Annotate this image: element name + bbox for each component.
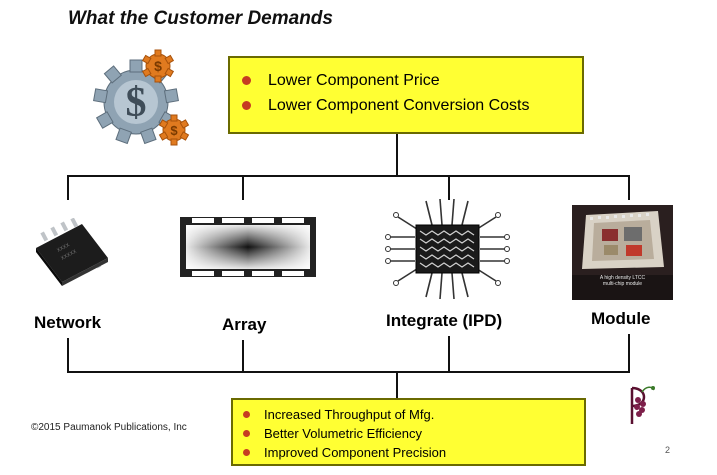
copyright-text: ©2015 Paumanok Publications, Inc (31, 422, 187, 433)
benefits-box: Increased Throughput of Mfg. Better Volu… (231, 398, 586, 466)
benefit-bullet: Improved Component Precision (243, 443, 584, 462)
ltcc-module-photo: A high density LTCC multi-chip module (572, 205, 673, 300)
bullet-dot-icon (243, 430, 250, 437)
benefit-text: Better Volumetric Efficiency (264, 426, 422, 441)
demand-bullet: Lower Component Price (242, 68, 582, 93)
connector-drop-array (242, 175, 244, 200)
paumanok-logo (630, 386, 655, 424)
connector-drop-module (628, 175, 630, 200)
connector-trunk-top (396, 134, 398, 176)
customer-demands-box: Lower Component Price Lower Component Co… (228, 56, 584, 134)
connector-bar-top (67, 175, 630, 177)
connector-drop-network (67, 175, 69, 200)
svg-text:$: $ (126, 80, 147, 126)
integrated-passive-device-icon (385, 198, 510, 300)
module-caption: A high density LTCC multi-chip module (572, 275, 673, 287)
network-chip-icon: XXXX XXXXX (36, 218, 108, 286)
slide-title: What the Customer Demands (68, 8, 333, 29)
bullet-dot-icon (242, 76, 251, 85)
demand-text: Lower Component Price (268, 71, 440, 89)
benefit-bullet: Increased Throughput of Mfg. (243, 405, 584, 424)
category-label-module: Module (591, 309, 651, 328)
gears-dollar-icon: $ $ $ (93, 49, 190, 146)
connector-trunk-bottom (396, 371, 398, 399)
connector-bar-bottom (67, 371, 630, 373)
svg-text:$: $ (154, 58, 162, 74)
benefit-bullet: Better Volumetric Efficiency (243, 424, 584, 443)
benefit-text: Increased Throughput of Mfg. (264, 407, 435, 422)
category-label-array: Array (222, 315, 267, 334)
connector-rise-array (242, 340, 244, 372)
connector-rise-network (67, 338, 69, 372)
module-caption-line: A high density LTCC (599, 275, 646, 281)
page-number: 2 (665, 445, 671, 455)
connector-rise-module (628, 334, 630, 372)
connector-rise-ipd (448, 336, 450, 372)
demand-bullet: Lower Component Conversion Costs (242, 93, 582, 118)
benefit-text: Improved Component Precision (264, 445, 447, 460)
category-label-network: Network (34, 313, 102, 332)
bullet-dot-icon (242, 101, 251, 110)
bullet-dot-icon (243, 411, 250, 418)
category-label-ipd: Integrate (IPD) (386, 311, 503, 330)
connector-drop-ipd (448, 175, 450, 200)
svg-text:$: $ (170, 123, 178, 138)
module-caption-line: multi-chip module (602, 281, 643, 287)
svg-text:XXXX: XXXX (56, 242, 71, 254)
bullet-dot-icon (243, 449, 250, 456)
array-component-icon (180, 217, 316, 277)
demand-text: Lower Component Conversion Costs (268, 96, 530, 114)
module-board-icon (572, 205, 673, 275)
